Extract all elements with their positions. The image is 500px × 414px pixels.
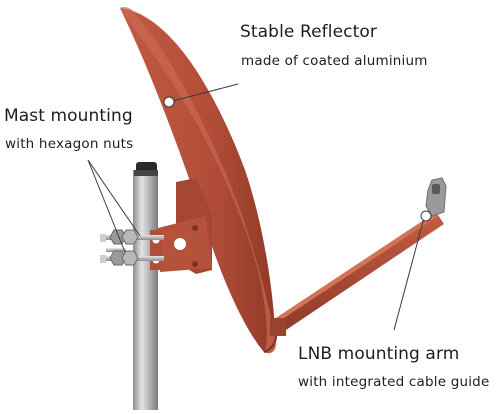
lnb-arm-callout-subtitle: with integrated cable guide [298,374,490,390]
arm-marker [420,210,432,222]
reflector-callout-subtitle: made of coated aluminium [241,53,428,69]
mast-callout-title: Mast mounting [4,106,133,126]
mast-pole [133,162,158,410]
leader-lines [87,83,432,331]
lnb-arm-callout-title: LNB mounting arm [298,344,460,364]
lnb-arm [270,212,444,336]
reflector-callout-title: Stable Reflector [240,22,377,42]
reflector-marker [163,96,175,108]
lnb-holder [425,177,447,217]
reflector-dish [120,7,277,354]
mast-callout-subtitle: with hexagon nuts [5,136,134,152]
hexagon-nut-clamp [100,229,164,266]
